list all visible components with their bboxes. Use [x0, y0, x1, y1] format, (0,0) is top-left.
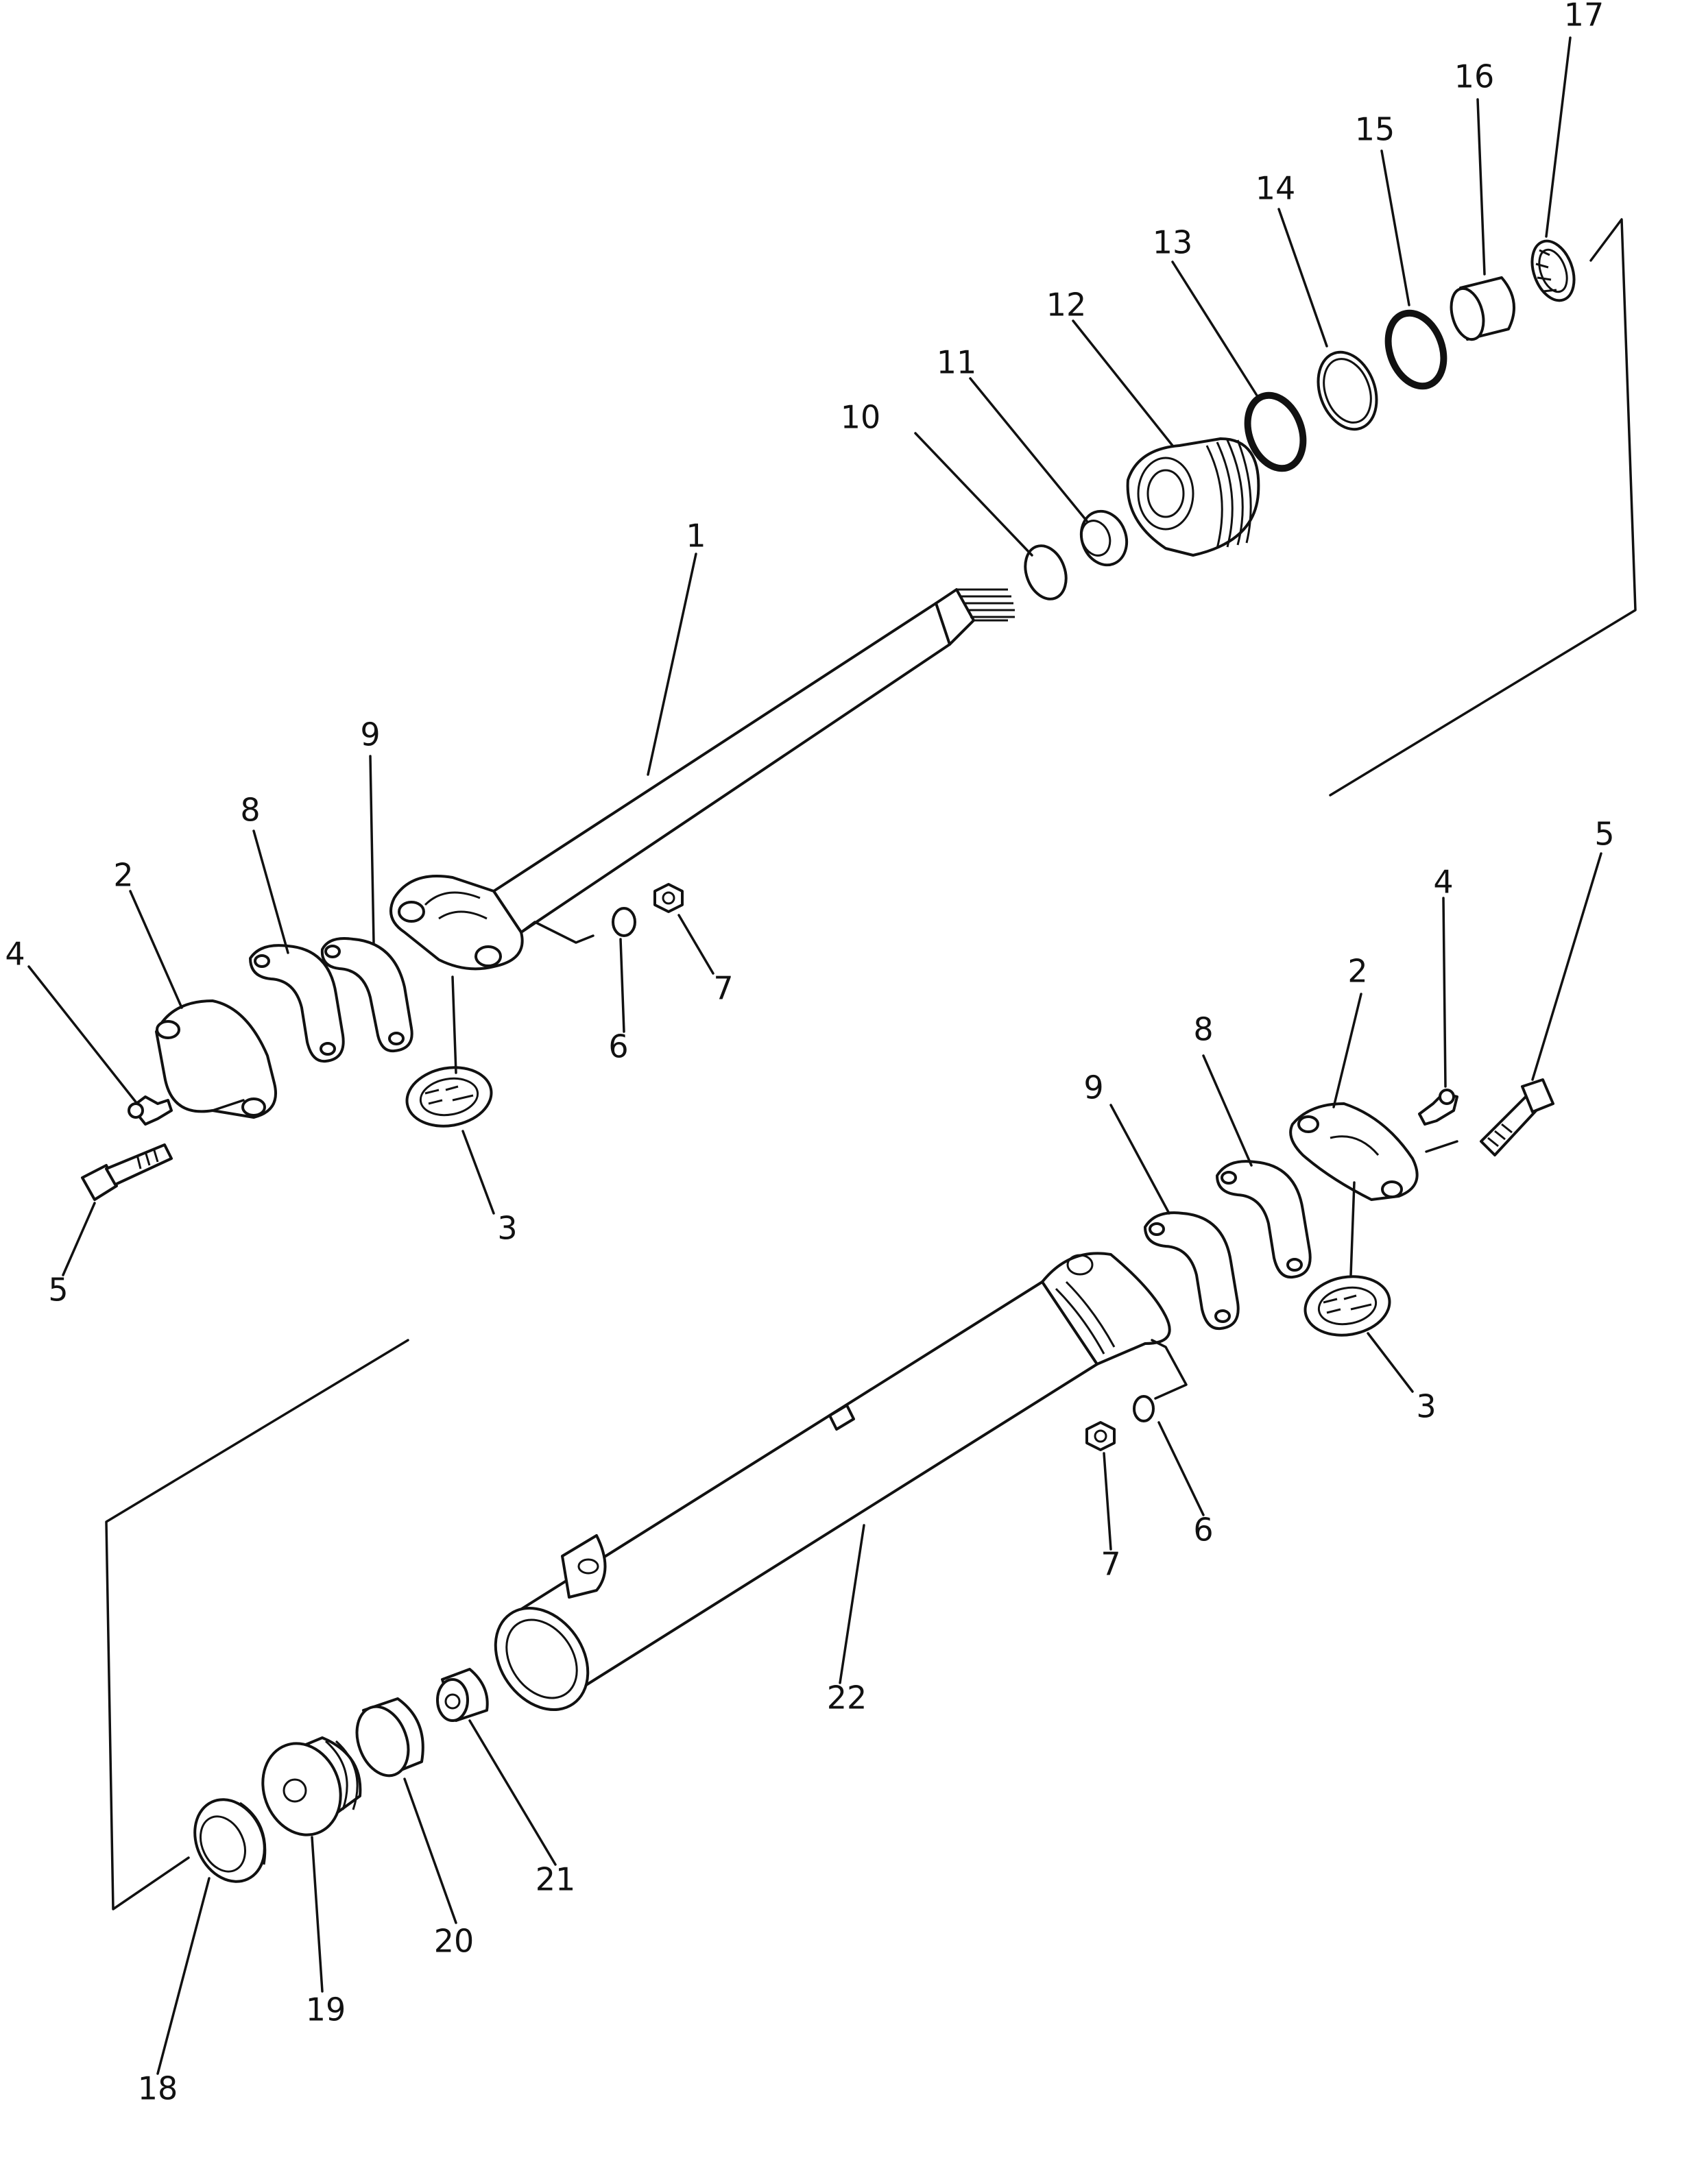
part-3-bearing	[405, 1066, 493, 1128]
part-2-cap	[155, 999, 277, 1119]
label-11: 11	[937, 344, 977, 381]
part-13-o-ring	[1244, 391, 1307, 472]
part-8-plate	[249, 944, 345, 1063]
label-3: 3	[497, 1210, 517, 1247]
label-7-right: 7	[1101, 1546, 1120, 1583]
label-10: 10	[841, 399, 881, 436]
label-18: 18	[138, 2070, 178, 2107]
label-5: 5	[48, 1272, 68, 1309]
label-8: 8	[240, 792, 260, 829]
label-22: 22	[827, 1679, 867, 1716]
label-4: 4	[5, 936, 25, 973]
label-17: 17	[1564, 0, 1605, 34]
part-18-seal	[193, 1798, 267, 1883]
part-4-grease-fitting	[128, 1095, 173, 1126]
label-5-right: 5	[1594, 816, 1614, 853]
part-6-snap-ring-right	[1133, 1395, 1155, 1422]
bracket-lines	[105, 218, 1637, 1910]
label-9: 9	[360, 716, 380, 753]
label-14: 14	[1256, 170, 1296, 207]
label-19: 19	[306, 1991, 346, 2028]
part-7-nut	[653, 883, 684, 913]
part-16-bushing	[1450, 276, 1515, 341]
label-2-right: 2	[1347, 953, 1367, 990]
part-7-nut-right	[1085, 1421, 1116, 1451]
part-14-backup-ring	[1317, 350, 1378, 431]
label-4-right: 4	[1433, 864, 1453, 901]
part-9-plate-right	[1144, 1211, 1240, 1331]
label-7: 7	[713, 970, 733, 1007]
part-17-dust-seal	[1530, 239, 1576, 302]
label-16: 16	[1454, 58, 1495, 95]
label-6-right: 6	[1193, 1512, 1213, 1549]
label-15: 15	[1355, 111, 1395, 148]
label-6: 6	[608, 1028, 628, 1065]
part-15-o-ring	[1384, 309, 1447, 390]
piston-rod-assembly	[81, 239, 1576, 1201]
label-8-right: 8	[1193, 1011, 1213, 1048]
part-10-snap-ring	[1024, 544, 1068, 600]
part-labels: 1 2 3 4 5 6 7 8 9 10 11 12 13 14 15 16 1…	[5, 0, 1614, 2107]
label-21: 21	[536, 1861, 576, 1898]
leader-lines	[27, 36, 1602, 2075]
part-19-piston	[261, 1736, 362, 1836]
part-11-bushing	[1079, 509, 1129, 567]
part-4-grease-fitting-right	[1418, 1089, 1458, 1126]
part-21-piston-nut	[436, 1668, 489, 1722]
label-20: 20	[434, 1923, 474, 1960]
part-9-plate	[320, 937, 413, 1053]
part-12-gland	[1126, 437, 1260, 557]
cylinder-assembly	[193, 1078, 1554, 1883]
label-3-right: 3	[1416, 1388, 1436, 1425]
label-9-right: 9	[1083, 1069, 1103, 1106]
label-12: 12	[1046, 287, 1087, 324]
label-13: 13	[1153, 224, 1193, 261]
part-22-cylinder-tube	[494, 1252, 1171, 1712]
part-2-cap-right	[1289, 1102, 1419, 1201]
part-8-plate-right	[1216, 1160, 1312, 1279]
part-5-bolt	[81, 1143, 173, 1201]
part-5-bolt-right	[1480, 1078, 1554, 1156]
label-1: 1	[686, 518, 706, 555]
part-20-wear-ring	[355, 1697, 424, 1777]
part-1-piston-rod	[389, 588, 1015, 971]
part-6-snap-ring	[612, 907, 636, 937]
part-3-bearing-right	[1303, 1275, 1391, 1337]
label-2: 2	[113, 857, 133, 894]
